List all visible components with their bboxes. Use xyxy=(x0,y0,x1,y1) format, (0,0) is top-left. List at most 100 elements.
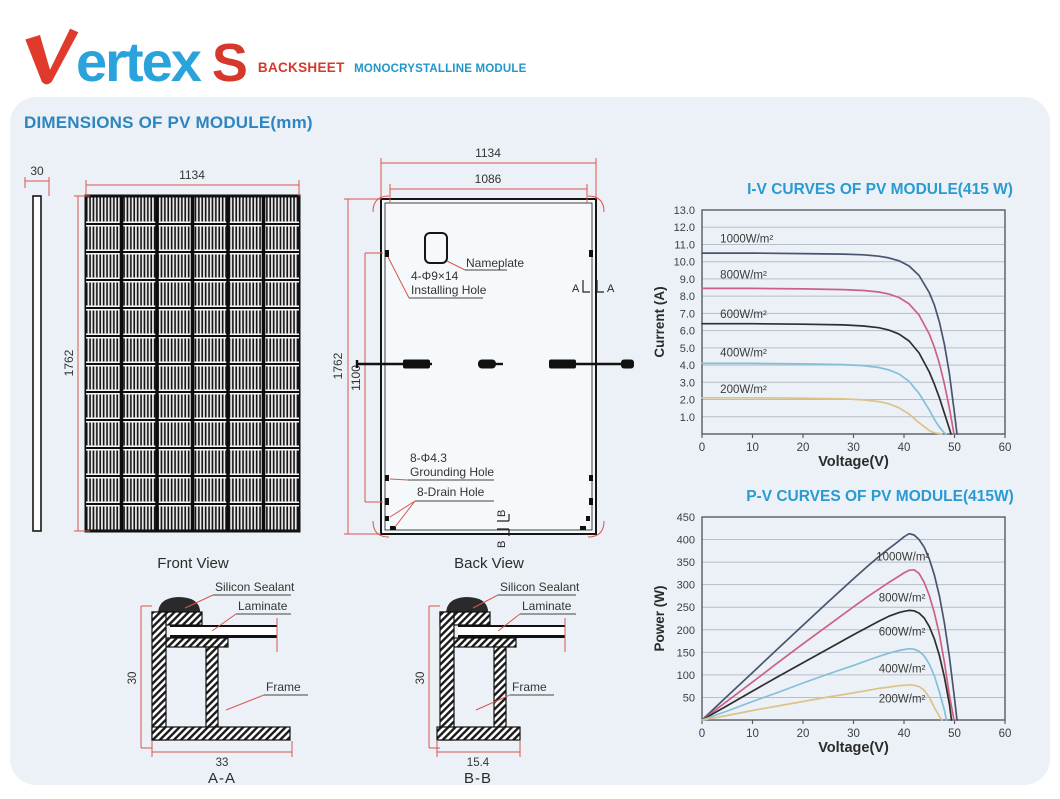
aa-width-dim: 33 xyxy=(216,757,229,769)
brand-s: S xyxy=(211,33,248,93)
x-tick-label: 30 xyxy=(847,442,860,454)
y-tick-label: 11.0 xyxy=(674,239,695,251)
y-tick-label: 4.0 xyxy=(680,360,695,372)
series-label: 800W/m² xyxy=(720,270,767,282)
section-aa-drawing: Silicon Sealant Laminate Frame 30 33 A-A xyxy=(127,580,308,785)
x-tick-label: 50 xyxy=(948,728,961,740)
y-tick-label: 2.0 xyxy=(680,395,695,407)
y-tick-label: 400 xyxy=(677,535,695,547)
y-tick-label: 450 xyxy=(677,512,695,524)
x-axis-label: Voltage(V) xyxy=(818,454,889,470)
back-view-drawing: 1134 1086 1762 1100 Nameplate 4-Φ9×14 In… xyxy=(331,146,634,572)
y-tick-label: 350 xyxy=(677,557,695,569)
plot-border xyxy=(701,209,1006,435)
iv-curves-chart: I-V CURVES OF PV MODULE(415 W) 1.0 2.0 3.0… xyxy=(650,181,1060,476)
front-view-drawing: 1134 1762 Front View xyxy=(62,168,301,572)
bb-caption: B-B xyxy=(464,770,492,785)
dimensions-panel: DIMENSIONS OF PV MODULE(mm) 30 xyxy=(10,97,1050,785)
iv-chart-plot: 1.02.03.04.05.06.07.08.09.010.011.012.01… xyxy=(652,205,1012,470)
aa-height-dim: 30 xyxy=(127,672,139,685)
x-tick-label: 20 xyxy=(797,442,810,454)
vertex-v-mark-icon xyxy=(25,28,79,85)
back-view-caption: Back View xyxy=(454,555,524,572)
section-title: DIMENSIONS OF PV MODULE(mm) xyxy=(24,113,313,132)
side-thickness-dim: 30 xyxy=(30,164,44,178)
y-tick-label: 13.0 xyxy=(674,205,695,217)
brand-subtitle: BACKSHEET MONOCRYSTALLINE MODULE xyxy=(258,59,527,86)
front-width-dim: 1134 xyxy=(179,168,205,182)
y-tick-label: 150 xyxy=(677,647,695,659)
bb-laminate-label: Laminate xyxy=(522,599,572,613)
section-b-bottom: B xyxy=(496,541,508,548)
brand-text: ertex xyxy=(76,30,202,93)
pv-module-drawings: 30 1134 1762 Front View 1134 1086 xyxy=(24,146,634,785)
subtitle-module-type: MONOCRYSTALLINE MODULE xyxy=(354,63,527,75)
x-axis-label: Voltage(V) xyxy=(818,740,889,756)
back-hole-span-dim: 1100 xyxy=(349,365,363,391)
back-outer-width-dim: 1134 xyxy=(475,146,501,160)
x-tick-label: 60 xyxy=(999,728,1012,740)
series-200W/m² xyxy=(701,396,943,435)
series-800W/m² xyxy=(701,287,955,435)
series-label: 600W/m² xyxy=(720,309,767,321)
section-b-markers: B B xyxy=(496,510,510,548)
x-tick-label: 10 xyxy=(746,442,759,454)
section-b-top: B xyxy=(496,510,508,517)
series-label: 600W/m² xyxy=(879,627,926,639)
series-600W/m² xyxy=(701,609,953,721)
y-tick-label: 100 xyxy=(677,670,695,682)
series-label: 800W/m² xyxy=(879,592,926,604)
pv-chart-title: P-V CURVES OF PV MODULE(415W) xyxy=(746,488,1014,505)
section-a-left: A xyxy=(572,283,580,295)
plot-border xyxy=(701,516,1006,721)
back-inner-width-dim: 1086 xyxy=(475,172,502,186)
series-label: 200W/m² xyxy=(720,384,767,396)
bb-width-dim: 15.4 xyxy=(467,757,490,769)
series-400W/m² xyxy=(701,362,948,435)
series-200W/m² xyxy=(701,683,943,721)
x-tick-label: 0 xyxy=(699,442,705,454)
y-tick-label: 12.0 xyxy=(674,222,695,234)
section-a-right: A xyxy=(607,283,615,295)
junction-cables xyxy=(355,359,634,369)
y-tick-label: 1.0 xyxy=(680,412,695,424)
y-tick-label: 300 xyxy=(677,580,695,592)
installing-hole-label: Installing Hole xyxy=(411,283,487,297)
y-tick-label: 10.0 xyxy=(674,257,695,269)
series-label: 400W/m² xyxy=(720,348,767,360)
brand-logo: ertex S BACKSHEET MONOCRYSTALLINE MODULE xyxy=(18,2,527,90)
y-tick-label: 5.0 xyxy=(680,343,695,355)
y-tick-label: 3.0 xyxy=(680,377,695,389)
y-tick-label: 250 xyxy=(677,602,695,614)
front-view-caption: Front View xyxy=(157,555,229,572)
grounding-hole-label: Grounding Hole xyxy=(410,465,494,479)
y-tick-label: 7.0 xyxy=(680,308,695,320)
aa-caption: A-A xyxy=(208,770,236,785)
x-tick-label: 10 xyxy=(746,728,759,740)
section-bb-drawing: Silicon Sealant Laminate Frame 30 15.4 B… xyxy=(415,580,580,785)
iv-chart-title: I-V CURVES OF PV MODULE(415 W) xyxy=(747,181,1013,198)
v-swoosh xyxy=(25,28,79,85)
side-view-drawing: 30 xyxy=(24,164,50,532)
y-tick-label: 50 xyxy=(683,692,695,704)
aa-frame-label: Frame xyxy=(266,680,301,694)
series-label: 400W/m² xyxy=(879,664,926,676)
y-axis-label: Power (W) xyxy=(652,586,667,652)
aa-laminate-label: Laminate xyxy=(238,599,288,613)
x-tick-label: 40 xyxy=(898,728,911,740)
series-800W/m² xyxy=(701,568,955,721)
nameplate-label: Nameplate xyxy=(466,256,524,270)
series-label: 1000W/m² xyxy=(876,552,929,564)
back-height-dim: 1762 xyxy=(331,352,345,379)
x-tick-label: 60 xyxy=(999,442,1012,454)
series-label: 200W/m² xyxy=(879,693,926,705)
front-height-dim: 1762 xyxy=(62,349,76,376)
x-tick-label: 0 xyxy=(699,728,705,740)
y-tick-label: 200 xyxy=(677,625,695,637)
subtitle-backsheet: BACKSHEET xyxy=(257,60,345,75)
aa-sealant-label: Silicon Sealant xyxy=(215,580,295,594)
x-tick-label: 50 xyxy=(948,442,961,454)
series-600W/m² xyxy=(701,322,952,435)
